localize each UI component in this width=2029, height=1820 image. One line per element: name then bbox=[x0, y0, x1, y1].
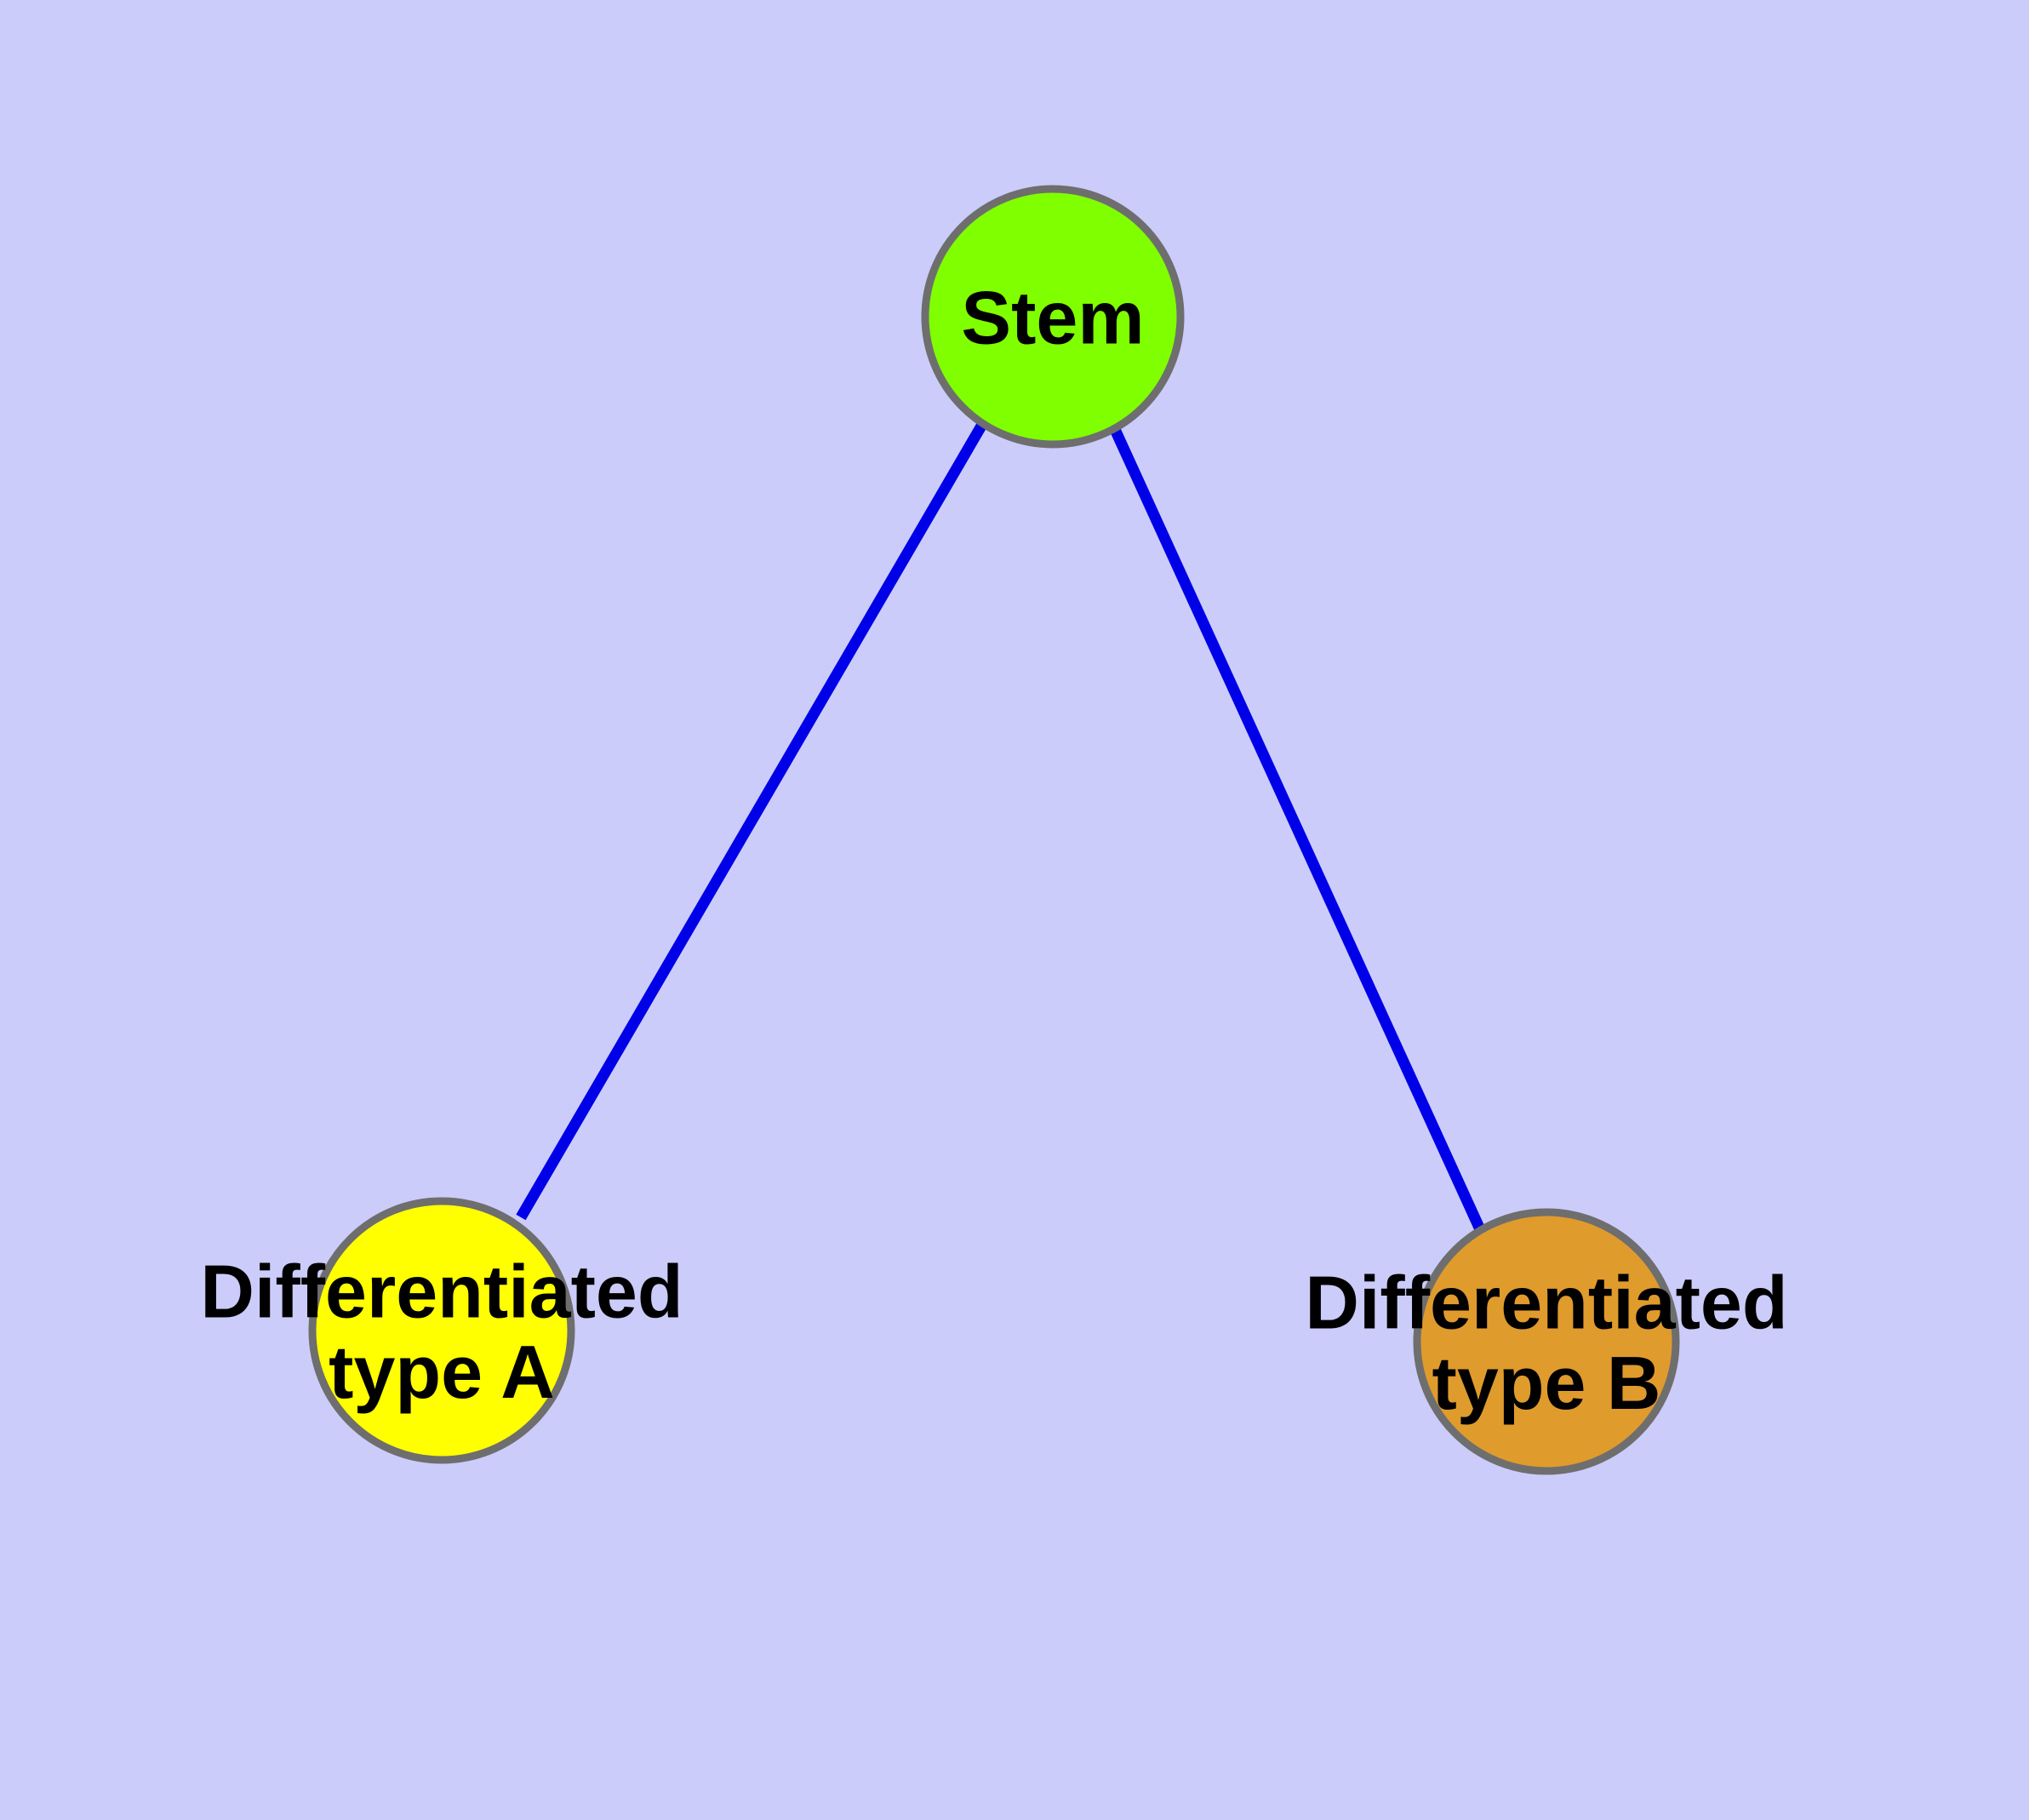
node-diff-b[interactable] bbox=[1413, 1208, 1680, 1475]
node-diff-a[interactable] bbox=[308, 1197, 575, 1464]
edges-group bbox=[516, 420, 1484, 1230]
node-label-line: type B bbox=[1432, 1341, 1661, 1425]
edge-stem-to-diff-a[interactable] bbox=[516, 420, 988, 1221]
node-label-stem: Stem bbox=[961, 276, 1144, 360]
node-label-line: Differentiated bbox=[1305, 1261, 1787, 1345]
node-label-line: Stem bbox=[961, 276, 1144, 360]
node-stem[interactable] bbox=[921, 185, 1185, 449]
node-label-line: type A bbox=[329, 1330, 555, 1414]
nodes-group bbox=[308, 185, 1680, 1475]
edge-stem-to-diff-b[interactable] bbox=[1108, 423, 1484, 1230]
node-label-line: Differentiated bbox=[200, 1250, 683, 1334]
